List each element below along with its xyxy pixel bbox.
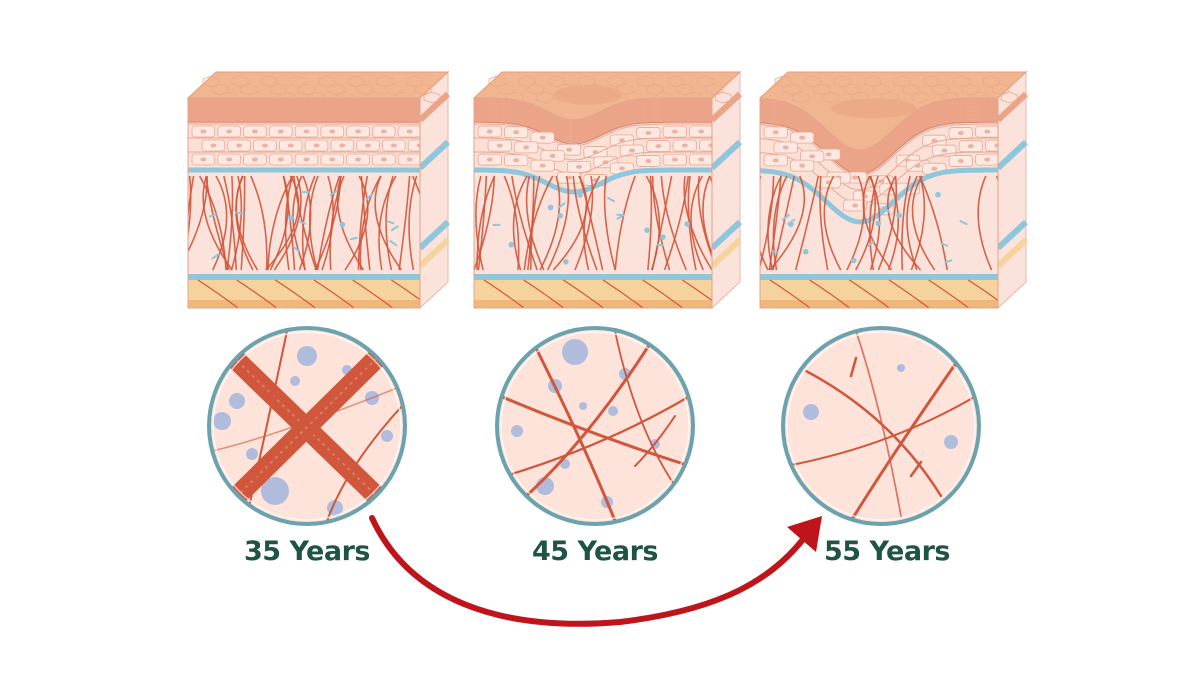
fiber-detail-circle-1 [207,326,407,526]
label-45-years: 45 Years [532,536,658,567]
block-front-face [474,98,712,308]
label-55-years: 55 Years [824,536,950,567]
fiber-detail-circle-3 [781,326,981,526]
progression-arrow [369,515,822,627]
arrow-shaft [369,515,813,627]
skin-block-2 [472,70,743,310]
arrow-head [787,516,822,552]
skin-block-1 [186,70,451,310]
block-front-face [188,98,420,308]
block-front-face [760,98,998,308]
label-35-years: 35 Years [244,536,370,567]
skin-block-3 [759,70,1029,310]
fiber-detail-circle-2 [495,326,695,526]
